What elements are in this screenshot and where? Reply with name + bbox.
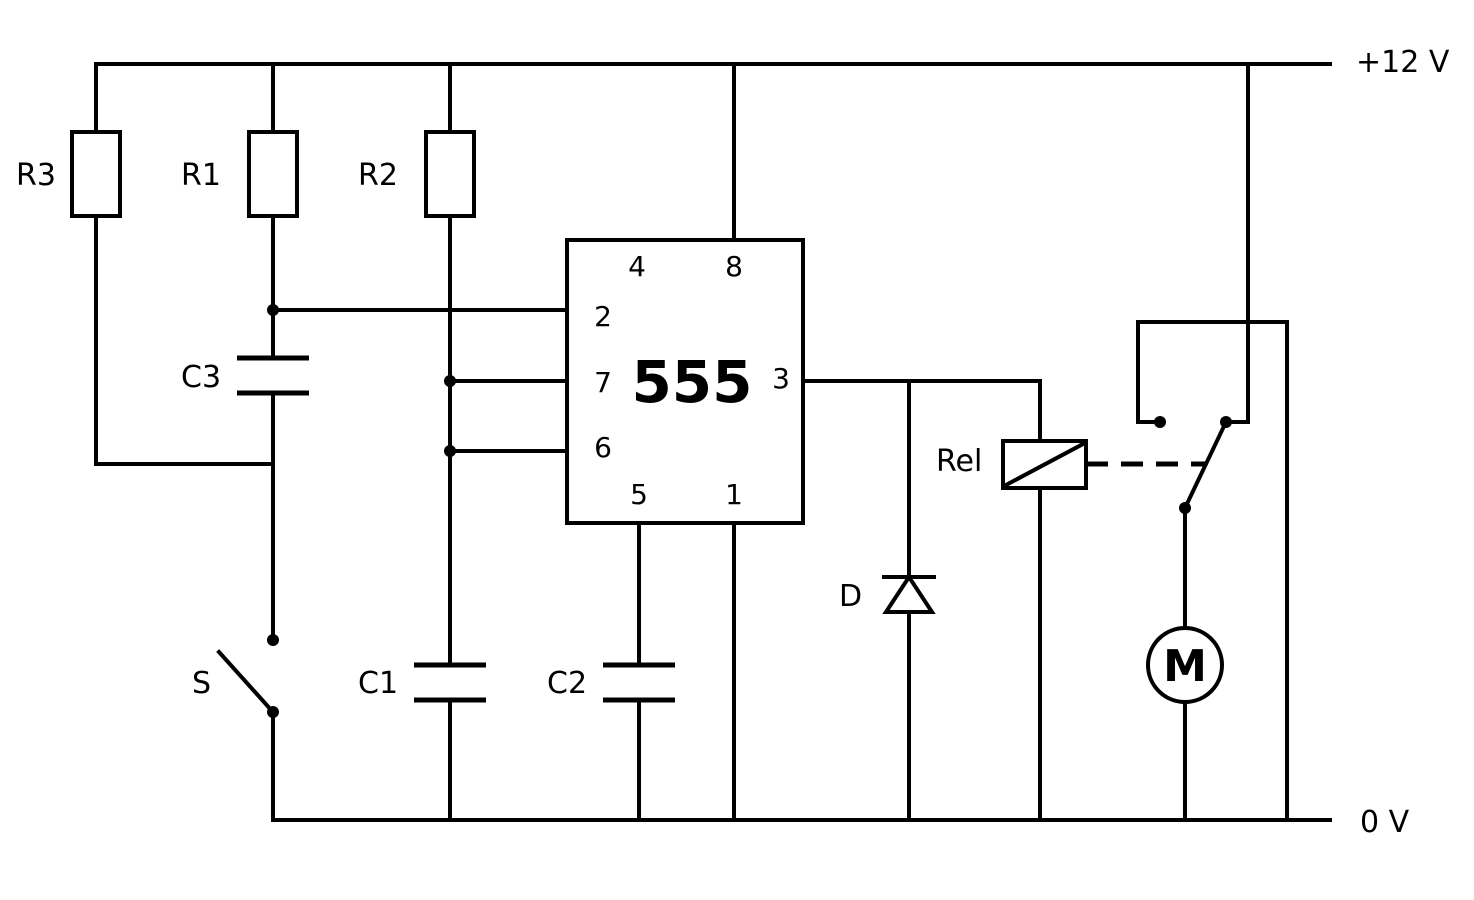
capacitor-c3 [237, 355, 309, 396]
r1-label: R1 [181, 158, 221, 193]
pin-8-label: 8 [725, 250, 743, 283]
r3-label: R3 [16, 158, 56, 193]
resistor-r2 [424, 130, 476, 218]
ground-rail-label: 0 V [1360, 805, 1410, 840]
pin-4-label: 4 [628, 250, 646, 283]
pin-5-label: 5 [630, 478, 648, 511]
resistor-r1 [247, 130, 299, 218]
resistor-r3 [70, 130, 122, 218]
r3-branch-wires [94, 62, 275, 466]
junction-pin2 [267, 304, 279, 316]
pin-1-label: 1 [725, 478, 743, 511]
switch-s [216, 634, 279, 718]
r1-branch-wires [271, 62, 569, 822]
ic-power-and-ground-wires [637, 62, 736, 822]
positive-rail-label: +12 V [1356, 45, 1450, 80]
pin-6-label: 6 [594, 431, 612, 464]
pin-2-label: 2 [594, 300, 612, 333]
diode-d [882, 573, 936, 614]
ic-name: 555 [631, 348, 752, 416]
capacitor-c1 [414, 662, 486, 703]
capacitor-c2 [603, 662, 675, 703]
relay-coil [1001, 439, 1088, 490]
motor-label: M [1163, 641, 1207, 692]
relay-label: Rel [936, 444, 982, 479]
output-wires [801, 379, 1042, 822]
relay-switch-contact [1154, 416, 1232, 514]
r2-branch-wires [448, 62, 569, 822]
c1-label: C1 [358, 666, 398, 701]
switch-label: S [192, 666, 211, 701]
junction-pin7 [444, 375, 456, 387]
relay-contact-wires [1136, 62, 1289, 822]
c3-label: C3 [181, 360, 221, 395]
c2-label: C2 [547, 666, 587, 701]
pin-3-label: 3 [772, 362, 790, 395]
diode-label: D [839, 579, 862, 614]
junction-pin6 [444, 445, 456, 457]
motor-m [1146, 626, 1224, 704]
ic-555 [565, 238, 805, 525]
r2-label: R2 [358, 158, 398, 193]
pin-7-label: 7 [594, 366, 612, 399]
